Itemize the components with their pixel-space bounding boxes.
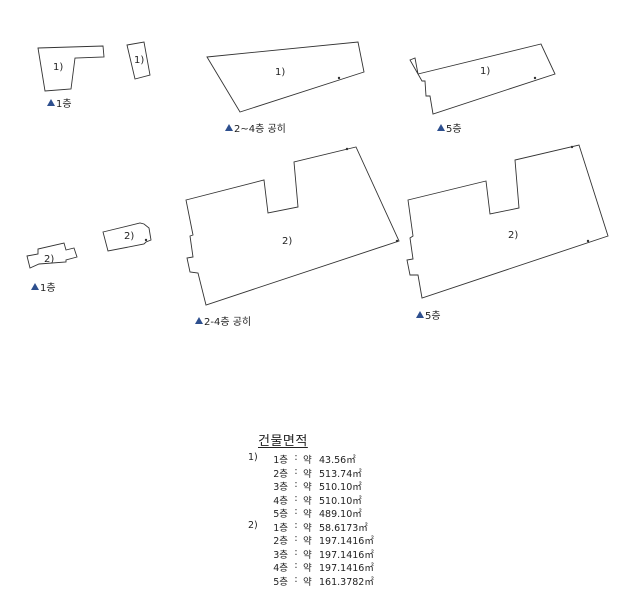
area-value: 489.10㎡	[319, 509, 362, 520]
b1-floor1-plan: 1) 1)	[37, 41, 151, 92]
area-approx-label: 약	[303, 468, 312, 480]
floor2-4-marker-icon-a	[225, 124, 233, 131]
area-separator: :	[294, 465, 298, 477]
area-floor-label: 5층	[273, 576, 288, 588]
floor1-label-b: 1층	[40, 282, 56, 294]
area-value: 197.1416㎡	[319, 563, 374, 574]
area-separator: :	[294, 573, 298, 585]
area-approx-label: 약	[303, 455, 312, 466]
area-value: 513.74㎡	[319, 468, 362, 480]
b2-floor5-outline	[406, 144, 609, 299]
b1-floor2-4-plan: 1)	[206, 41, 365, 113]
row1-floor-labels: 1층 2~4층 공히 5층	[47, 98, 462, 135]
floor1-marker-icon-a	[47, 99, 55, 106]
b1-floor1-outline-b	[126, 41, 151, 80]
area-approx-label: 약	[303, 522, 312, 534]
area-floor-label: 4층	[273, 563, 288, 574]
area-floor-label: 1층	[273, 455, 288, 466]
area-separator: :	[294, 546, 298, 558]
b2-floor1-outline-a	[26, 242, 78, 269]
area-approx-label: 약	[303, 549, 312, 561]
area-group-label: 2)	[248, 519, 258, 531]
area-floor-label: 2층	[273, 536, 288, 547]
floor2-4-marker-icon-b	[195, 317, 203, 324]
floor2-4-label-b: 2-4층 공히	[204, 316, 251, 328]
area-floor-label: 5층	[273, 509, 288, 520]
area-separator: :	[294, 519, 298, 531]
floor5-label-a: 5층	[446, 123, 462, 135]
b1-floor1-label-b: 1)	[134, 55, 144, 66]
b2-floor5-marker	[586, 239, 590, 243]
floor5-marker-icon-b	[416, 311, 424, 318]
area-separator: :	[294, 560, 298, 571]
area-floor-label: 2층	[273, 468, 288, 480]
b1-floor5-outline	[409, 43, 556, 115]
b2-floor1-label-b: 2)	[124, 231, 134, 242]
area-approx-label: 약	[303, 495, 312, 507]
area-approx-label: 약	[303, 482, 312, 493]
b2-floor5-marker-top	[570, 145, 574, 149]
floor5-label-b: 5층	[425, 310, 441, 322]
b1-floor2-4-marker	[337, 76, 341, 80]
b1-floor1-outline-a	[37, 45, 105, 92]
b1-floor5-label: 1)	[480, 66, 490, 77]
floor2-4-label-a: 2~4층 공히	[234, 123, 286, 135]
area-floor-label: 4층	[273, 495, 288, 507]
area-separator: :	[294, 533, 298, 544]
area-separator: :	[294, 452, 298, 463]
b1-floor5-plan: 1)	[409, 43, 556, 115]
floor5-marker-icon-a	[437, 124, 445, 131]
area-floor-label: 1층	[273, 522, 288, 534]
area-value: 43.56㎡	[319, 455, 356, 466]
area-table-title: 건물면적	[258, 434, 308, 449]
b2-floor5-label: 2)	[508, 230, 518, 241]
area-floor-label: 3층	[273, 482, 288, 493]
b2-floor1-outline-b	[102, 222, 152, 252]
area-approx-label: 약	[303, 563, 312, 574]
area-separator: :	[294, 479, 298, 490]
area-group-label: 1)	[248, 452, 258, 463]
b2-floor1-marker	[144, 238, 148, 242]
b2-floor1-label-a: 2)	[44, 254, 54, 265]
area-value: 161.3782㎡	[319, 576, 374, 588]
b1-floor1-label-a: 1)	[53, 62, 63, 73]
area-value: 197.1416㎡	[319, 536, 374, 547]
b2-floor2-4-plan: 2)	[185, 146, 400, 306]
area-value: 510.10㎡	[319, 495, 362, 507]
floor1-label-a: 1층	[56, 98, 72, 110]
b1-floor5-marker	[533, 76, 537, 80]
b2-floor5-plan: 2)	[406, 144, 609, 299]
area-floor-label: 3층	[273, 549, 288, 561]
b2-floor2-4-label: 2)	[282, 236, 292, 247]
area-value: 510.10㎡	[319, 482, 362, 493]
area-approx-label: 약	[303, 536, 312, 547]
b2-floor2-4-outline	[185, 146, 400, 306]
area-value: 197.1416㎡	[319, 549, 374, 561]
b2-floor1-plan: 2) 2)	[26, 222, 152, 269]
area-approx-label: 약	[303, 509, 312, 520]
row2-floor-labels: 1층 2-4층 공히 5층	[31, 282, 441, 328]
b1-floor2-4-outline	[206, 41, 365, 113]
b2-floor2-4-marker	[395, 239, 399, 243]
area-value: 58.6173㎡	[319, 522, 368, 534]
b1-floor2-4-label: 1)	[275, 67, 285, 78]
area-approx-label: 약	[303, 576, 312, 588]
area-separator: :	[294, 492, 298, 504]
area-separator: :	[294, 506, 298, 517]
floor1-marker-icon-b	[31, 283, 39, 290]
b2-floor2-4-marker-top	[345, 147, 349, 151]
